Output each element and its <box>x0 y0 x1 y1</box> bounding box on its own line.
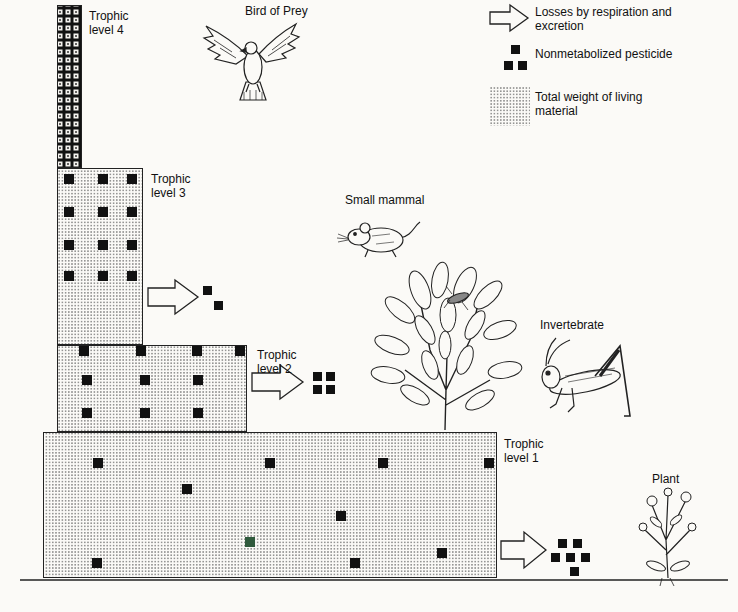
organism-label: Bird of Prey <box>245 4 308 18</box>
biomass-fill <box>43 5 497 578</box>
mouse-drawing <box>337 222 420 257</box>
level-heading: Trophic level 3 <box>151 172 209 200</box>
trophic-level-bar: Trophic level 3 <box>57 168 143 345</box>
level-heading: Trophic level 2 <box>257 348 315 376</box>
bush-drawing <box>370 261 523 430</box>
organism-label: Small mammal <box>345 193 424 207</box>
legend-text: Losses by respiration and excretion <box>535 5 685 33</box>
trophic-level-bar: Trophic level 1 <box>43 432 497 578</box>
excreted-pesticide <box>203 286 590 576</box>
plant-drawing <box>639 488 696 586</box>
legend-text: Nonmetabolized pesticide <box>535 47 685 61</box>
pesticide-squares <box>64 174 494 568</box>
trophic-level-bar: Trophic level 4 <box>57 5 82 168</box>
baseline <box>20 579 728 580</box>
loss-arrows <box>148 280 546 568</box>
organism-label: Plant <box>652 472 679 486</box>
organism-label: Invertebrate <box>540 318 604 332</box>
grasshopper-drawing <box>542 338 630 416</box>
level-heading: Trophic level 1 <box>504 437 562 465</box>
trophic-level-bar: Trophic level 2 <box>57 345 247 432</box>
level-heading: Trophic level 4 <box>89 9 147 37</box>
bird-drawing <box>204 24 299 100</box>
legend-text: Total weight of living material <box>535 90 685 118</box>
legend-samples <box>490 5 530 126</box>
